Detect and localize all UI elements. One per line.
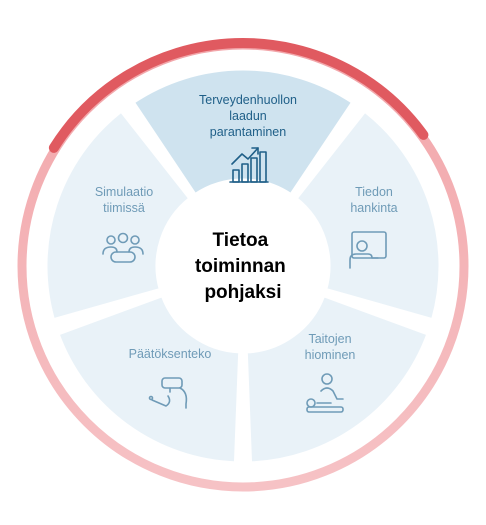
segment-shape bbox=[131, 67, 355, 197]
segment-label-line: Päätöksenteko bbox=[129, 347, 212, 361]
person-presenting-icon bbox=[349, 231, 387, 269]
segment-label: Päätöksenteko bbox=[129, 347, 212, 361]
segment-label: Terveydenhuollon laadun parantaminen bbox=[199, 93, 297, 139]
segment-shape bbox=[244, 294, 430, 465]
segment-label-line: hankinta bbox=[350, 201, 397, 215]
center-hub: Tietoa toiminnan pohjaksi bbox=[166, 189, 320, 343]
segment-shape bbox=[56, 294, 242, 465]
segment-shape bbox=[294, 109, 442, 322]
segment-tiedon-hankinta: Tiedon hankinta bbox=[294, 109, 442, 322]
center-line: toiminnan bbox=[195, 256, 286, 277]
segment-label-line: laadun bbox=[229, 109, 267, 123]
progress-ring bbox=[17, 38, 469, 492]
segment-terveydenhuolto: Terveydenhuollon laadun parantaminen bbox=[131, 67, 355, 197]
segment-label-line: Terveydenhuollon bbox=[199, 93, 297, 107]
segment-taitojen-hiominen: Taitojen hiominen bbox=[244, 294, 430, 465]
patient-care-icon bbox=[306, 373, 344, 413]
segment-simulaatio: Simulaatio tiimissä bbox=[44, 109, 192, 322]
segment-paatoksenteko: Päätöksenteko bbox=[56, 294, 242, 465]
team-icon bbox=[102, 232, 144, 263]
ring-progress-arc bbox=[48, 38, 429, 153]
center-title: Tietoa toiminnan pohjaksi bbox=[195, 230, 291, 303]
segment-label: Taitojen hiominen bbox=[305, 332, 356, 362]
vr-headset-icon bbox=[148, 377, 188, 409]
segment-label: Tiedon hankinta bbox=[350, 185, 397, 215]
segment-label-line: hiominen bbox=[305, 348, 356, 362]
segment-label-line: tiimissä bbox=[103, 201, 145, 215]
chart-growth-icon bbox=[229, 147, 269, 183]
segment-label-line: parantaminen bbox=[210, 125, 286, 139]
center-line: Tietoa bbox=[213, 230, 269, 251]
center-line: pohjaksi bbox=[204, 282, 281, 303]
segment-label-line: Taitojen bbox=[308, 332, 351, 346]
segment-shape bbox=[44, 109, 192, 322]
segment-label-line: Tiedon bbox=[355, 185, 393, 199]
segment-label: Simulaatio tiimissä bbox=[95, 185, 153, 215]
segment-label-line: Simulaatio bbox=[95, 185, 153, 199]
segment-group: Terveydenhuollon laadun parantaminenTiedon… bbox=[44, 67, 442, 465]
